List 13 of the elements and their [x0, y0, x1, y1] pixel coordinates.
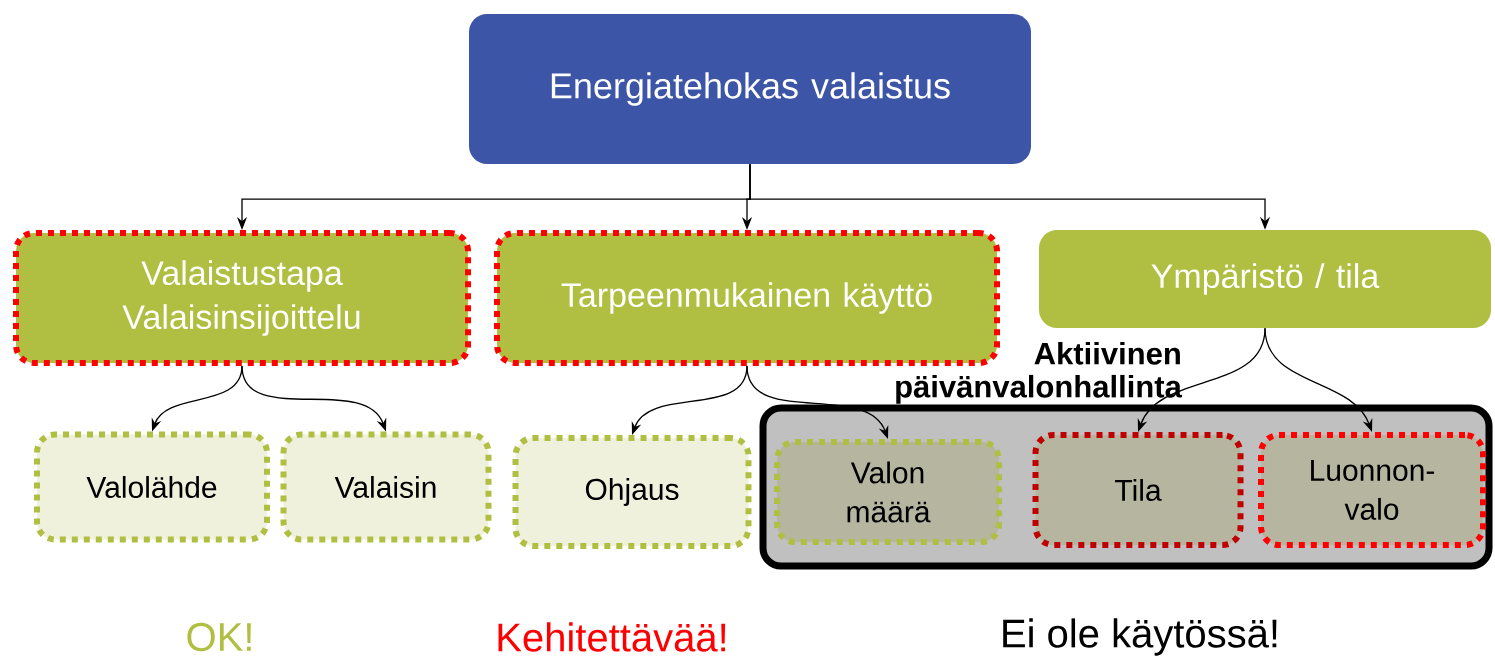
- status-label: Ei ole käytössä!: [1003, 618, 1277, 656]
- item-box: Ohjaus: [512, 435, 752, 549]
- category-box: Valaistustapa Valaisinsijoittelu: [13, 230, 471, 366]
- title-box: Energiatehokas valaistus: [469, 14, 1031, 164]
- item-box: Luonnon-valo: [1258, 432, 1486, 548]
- category-box: Ympäristö / tila: [1039, 230, 1491, 328]
- item-box: Valaisin: [280, 431, 492, 543]
- status-label: Kehitettävää!: [498, 622, 726, 652]
- status-label: OK!: [187, 622, 251, 652]
- item-box: Tila: [1032, 432, 1244, 548]
- item-box: Valon määrä: [774, 439, 1002, 545]
- item-box: Valolähde: [34, 431, 270, 543]
- category-box: Tarpeenmukainen käyttö: [494, 230, 1000, 366]
